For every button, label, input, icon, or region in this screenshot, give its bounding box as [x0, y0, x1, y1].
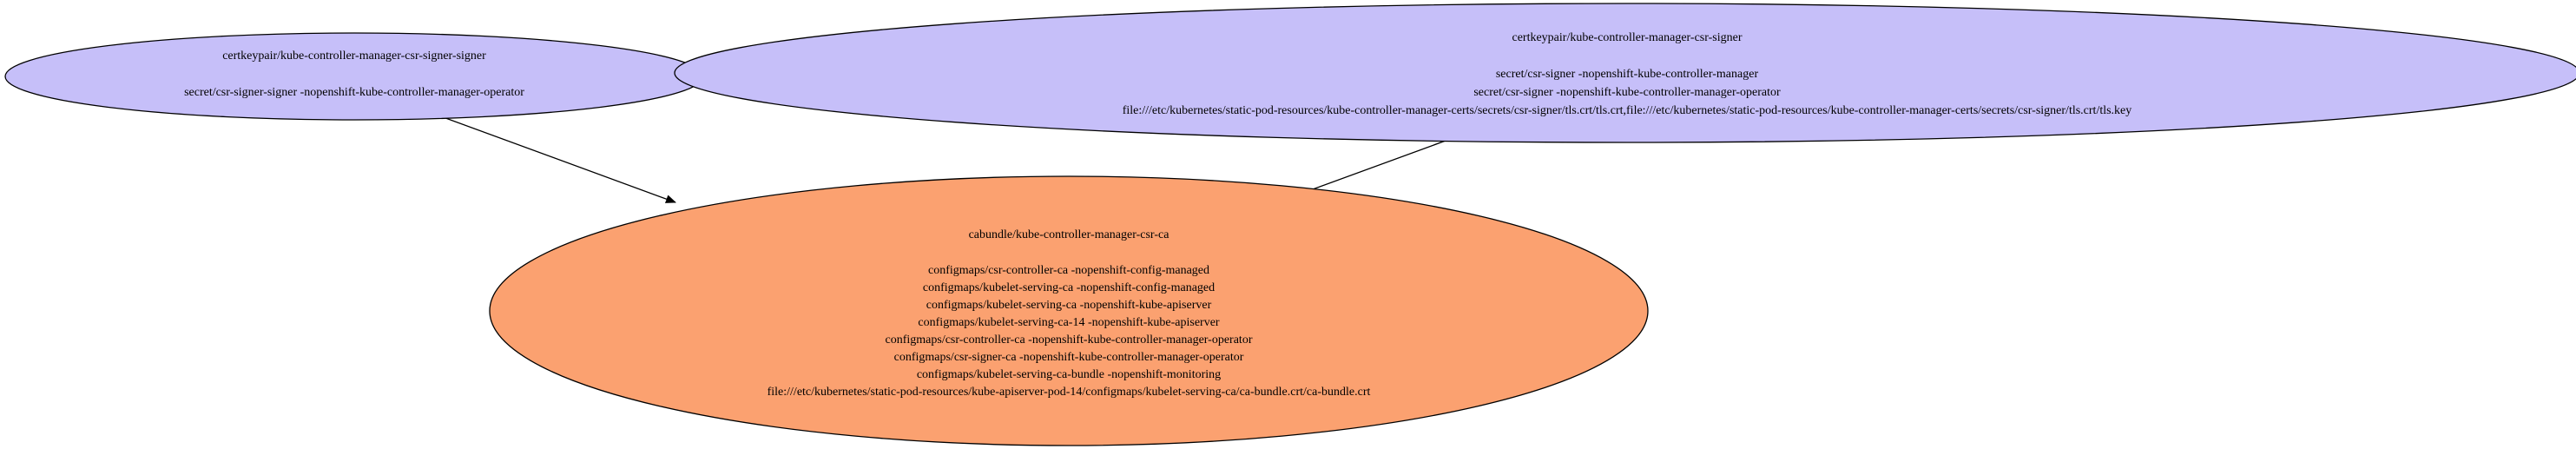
node-csr-ca-bundle-line: configmaps/csr-signer-ca -nopenshift-kub… [894, 351, 1244, 364]
node-csr-ca-bundle-title: cabundle/kube-controller-manager-csr-ca [969, 228, 1170, 241]
node-csr-signer-line: secret/csr-signer -nopenshift-kube-contr… [1473, 86, 1781, 99]
node-csr-ca-bundle-line: configmaps/kubelet-serving-ca-14 -nopens… [918, 316, 1219, 329]
node-csr-ca-bundle-line: configmaps/kubelet-serving-ca -nopenshif… [923, 281, 1215, 294]
node-csr-signer-signer-line: secret/csr-signer-signer -nopenshift-kub… [184, 86, 524, 99]
node-csr-ca-bundle-line: configmaps/csr-controller-ca -nopenshift… [886, 333, 1253, 347]
node-csr-signer-shape [674, 3, 2576, 143]
node-csr-ca-bundle-line: configmaps/csr-controller-ca -nopenshift… [928, 264, 1209, 277]
node-csr-ca-bundle-line: file:///etc/kubernetes/static-pod-resour… [768, 386, 1371, 399]
edge-signer-signer-to-ca-bundle [438, 115, 676, 203]
node-csr-signer-line: file:///etc/kubernetes/static-pod-resour… [1123, 104, 2132, 117]
node-csr-signer-line: secret/csr-signer -nopenshift-kube-contr… [1496, 68, 1759, 81]
node-csr-ca-bundle-line: configmaps/kubelet-serving-ca -nopenshif… [926, 299, 1212, 312]
node-csr-signer-signer[interactable]: certkeypair/kube-controller-manager-csr-… [4, 32, 704, 121]
node-csr-signer[interactable]: certkeypair/kube-controller-manager-csr-… [674, 3, 2576, 143]
node-csr-ca-bundle-line: configmaps/kubelet-serving-ca-bundle -no… [917, 368, 1221, 381]
node-csr-signer-title: certkeypair/kube-controller-manager-csr-… [1512, 31, 1742, 44]
node-csr-signer-signer-shape [4, 32, 704, 121]
node-csr-signer-signer-title: certkeypair/kube-controller-manager-csr-… [222, 50, 486, 63]
node-csr-ca-bundle[interactable]: cabundle/kube-controller-manager-csr-ca … [489, 175, 1649, 446]
node-csr-ca-bundle-shape [489, 175, 1649, 446]
